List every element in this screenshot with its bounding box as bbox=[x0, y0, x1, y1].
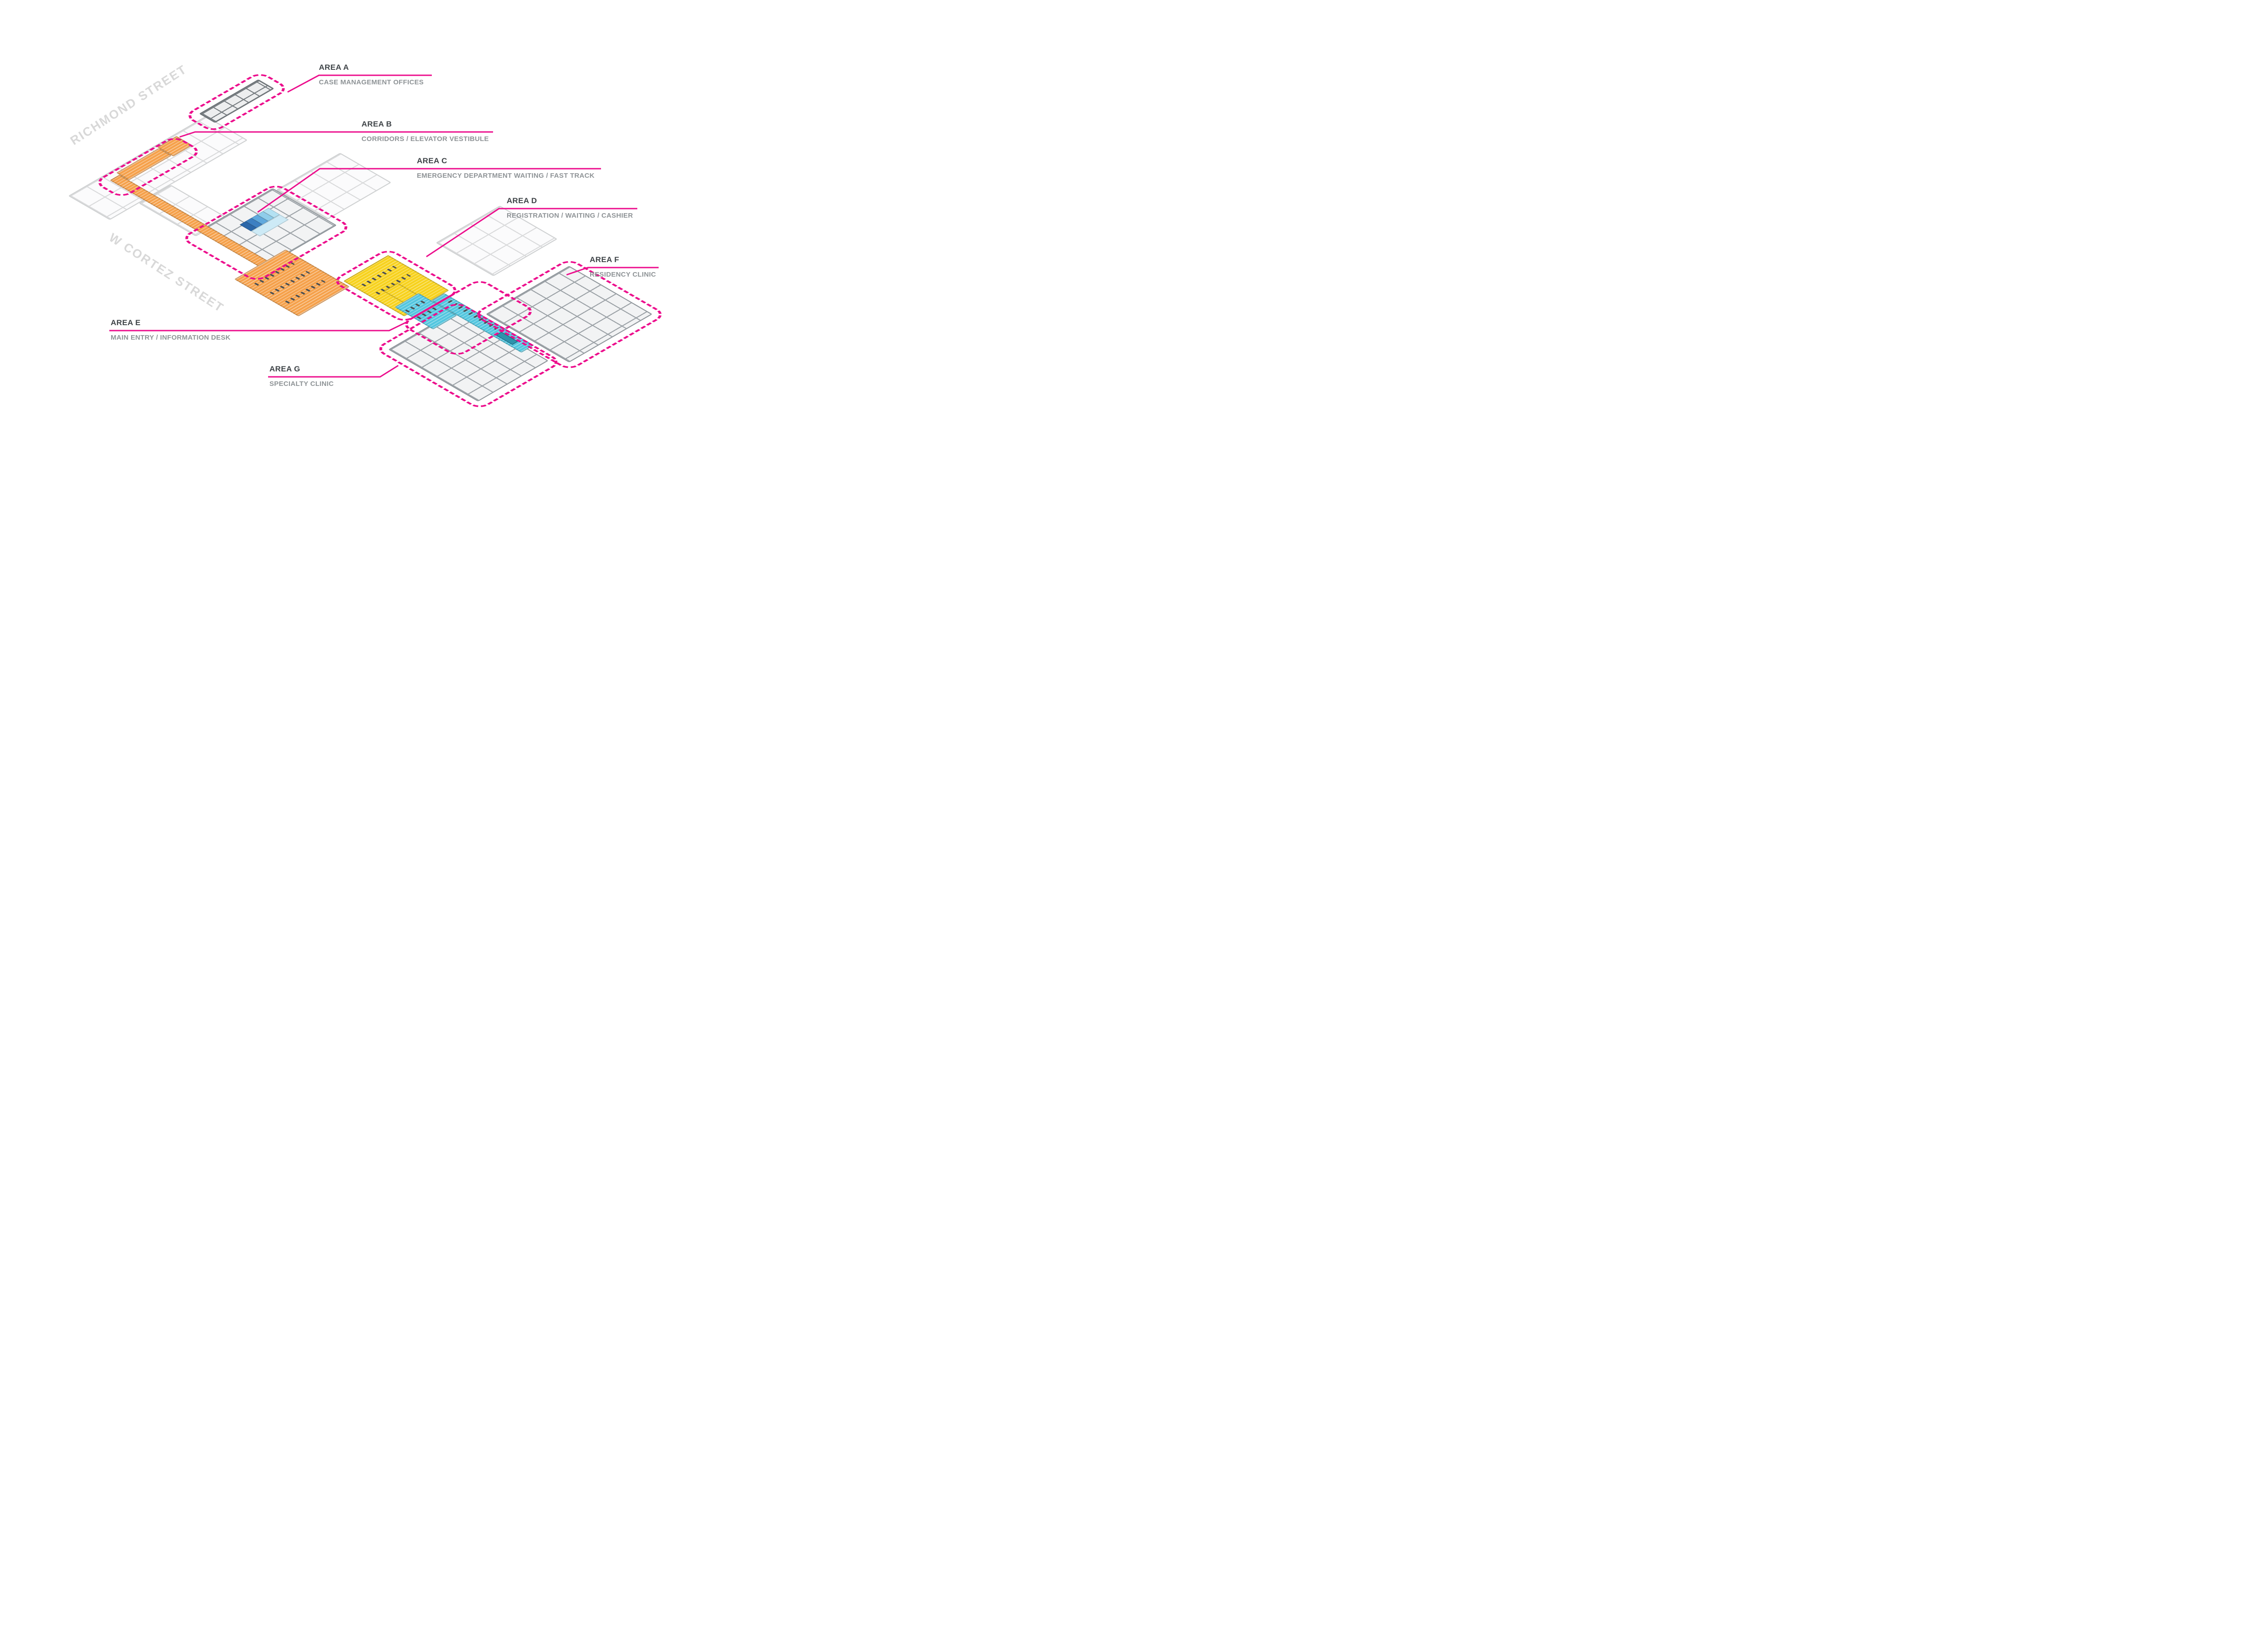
street-label-richmond: RICHMOND STREET bbox=[68, 62, 190, 148]
zone-main-corridor bbox=[110, 175, 298, 284]
outline-area-d bbox=[330, 247, 462, 324]
leader-lines bbox=[109, 74, 659, 378]
area-e-description: MAIN ENTRY / INFORMATION DESK bbox=[111, 334, 231, 341]
outline-area-a bbox=[183, 71, 291, 133]
outline-area-c bbox=[180, 182, 353, 283]
area-a-description: CASE MANAGEMENT OFFICES bbox=[319, 78, 424, 86]
outline-area-e bbox=[399, 278, 538, 358]
zone-fast-track-corridor bbox=[251, 214, 289, 237]
isometric-floor-plan bbox=[0, 0, 786, 623]
zone-fast-track-bays bbox=[240, 208, 280, 231]
outline-area-g bbox=[374, 300, 563, 410]
building-cluster-bridge bbox=[138, 185, 228, 237]
area-g-title: AREA G bbox=[269, 365, 300, 373]
zone-registration-arm bbox=[383, 283, 420, 305]
outline-area-b bbox=[93, 135, 204, 199]
zone-entry-waiting bbox=[394, 293, 457, 330]
area-b-title: AREA B bbox=[362, 120, 392, 128]
area-d-title: AREA D bbox=[507, 196, 537, 205]
specialty-clinic-rooms bbox=[388, 308, 549, 402]
building-cluster-central bbox=[276, 152, 391, 220]
area-c-title: AREA C bbox=[417, 156, 447, 165]
area-b-description: CORRIDORS / ELEVATOR VESTIBULE bbox=[362, 135, 489, 143]
information-desk bbox=[495, 331, 518, 345]
area-c-description: EMERGENCY DEPARTMENT WAITING / FAST TRAC… bbox=[417, 172, 595, 180]
area-a-title: AREA A bbox=[319, 63, 349, 72]
area-e-title: AREA E bbox=[111, 318, 141, 327]
zone-registration-waiting bbox=[343, 255, 450, 317]
emergency-dept-rooms bbox=[199, 188, 337, 268]
leader-area-e bbox=[109, 320, 409, 331]
zone-elevator-vestibule bbox=[157, 136, 193, 157]
zone-ed-waiting bbox=[234, 249, 350, 317]
area-f-description: RESIDENCY CLINIC bbox=[590, 271, 656, 278]
area-g-description: SPECIALTY CLINIC bbox=[269, 380, 334, 388]
zone-main-entry-corridor bbox=[431, 293, 534, 353]
area-d-description: REGISTRATION / WAITING / CASHIER bbox=[507, 212, 633, 219]
street-label-cortez: W CORTEZ STREET bbox=[107, 230, 227, 315]
zone-corridor-stub bbox=[116, 148, 172, 180]
case-management-offices-building bbox=[199, 79, 274, 123]
area-f-title: AREA F bbox=[590, 255, 620, 264]
residency-clinic-rooms bbox=[485, 266, 653, 363]
